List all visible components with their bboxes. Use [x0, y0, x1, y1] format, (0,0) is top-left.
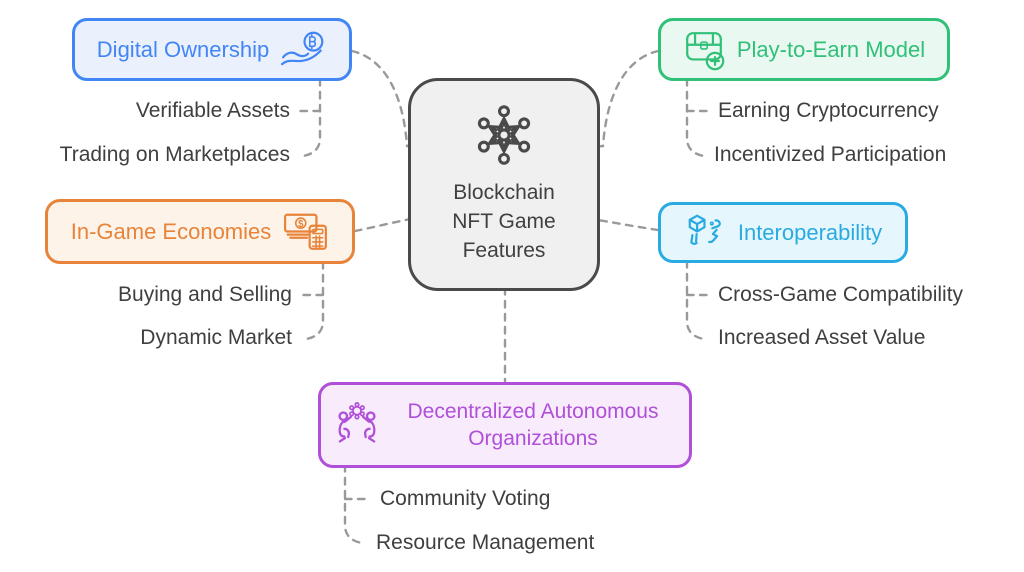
- subtopic-incentivized-participation[interactable]: Incentivized Participation: [714, 143, 947, 166]
- connector-in-game-center: [353, 216, 418, 233]
- subtopic-buying-and-selling[interactable]: Buying and Selling: [118, 283, 292, 306]
- hand-coin-icon: [281, 31, 324, 65]
- center-title-line: Features: [462, 239, 546, 262]
- node-center[interactable]: Blockchain NFT Game Features: [408, 78, 600, 291]
- svg-text:$: $: [298, 218, 304, 229]
- node-play-to-earn-model[interactable]: Play-to-Earn Model: [658, 18, 950, 81]
- connector-interoperability-children: [685, 259, 706, 341]
- subtopic-increased-asset-value[interactable]: Increased Asset Value: [718, 326, 926, 349]
- subtopic-earning-cryptocurrency[interactable]: Earning Cryptocurrency: [718, 99, 939, 122]
- people-gear-icon: [338, 402, 376, 443]
- node-decentralized-autonomous-organizations[interactable]: Decentralized Autonomous Organizations: [318, 382, 692, 468]
- connector-in-game-children: [304, 260, 325, 341]
- node-digital-ownership[interactable]: Digital Ownership: [72, 18, 352, 81]
- connector-digital-ownership-children: [301, 77, 322, 158]
- node-label: Play-to-Earn Model: [736, 36, 926, 62]
- node-label: Digital Ownership: [96, 36, 270, 62]
- node-in-game-economies[interactable]: In-Game Economies $: [45, 199, 355, 264]
- connector-play-to-earn-children: [685, 77, 706, 158]
- node-label: Interoperability: [737, 219, 883, 245]
- connector-dao-children: [343, 463, 364, 545]
- subtopic-resource-management[interactable]: Resource Management: [376, 531, 595, 554]
- cash-calculator-icon: $: [284, 213, 328, 250]
- subtopic-community-voting[interactable]: Community Voting: [380, 487, 551, 510]
- node-label: In-Game Economies: [70, 218, 272, 244]
- subtopic-trading-on-marketplaces[interactable]: Trading on Marketplaces: [59, 143, 290, 166]
- node-interoperability[interactable]: Interoperability: [658, 202, 908, 263]
- network-hub-icon: [477, 105, 531, 165]
- center-title-line: Blockchain: [453, 181, 555, 204]
- connector-digital-ownership-center: [350, 49, 418, 149]
- node-label: Decentralized Autonomous Organizations: [407, 400, 659, 450]
- connector-play-to-earn-center: [590, 49, 660, 149]
- subtopic-cross-game-compatibility[interactable]: Cross-Game Compatibility: [718, 283, 964, 306]
- cube-link-icon: [688, 214, 721, 245]
- center-title-line: NFT Game: [452, 210, 556, 233]
- chest-plus-icon: [685, 31, 725, 70]
- connector-interoperability-center: [590, 217, 660, 232]
- subtopic-dynamic-market[interactable]: Dynamic Market: [140, 326, 292, 349]
- subtopic-verifiable-assets[interactable]: Verifiable Assets: [135, 99, 290, 122]
